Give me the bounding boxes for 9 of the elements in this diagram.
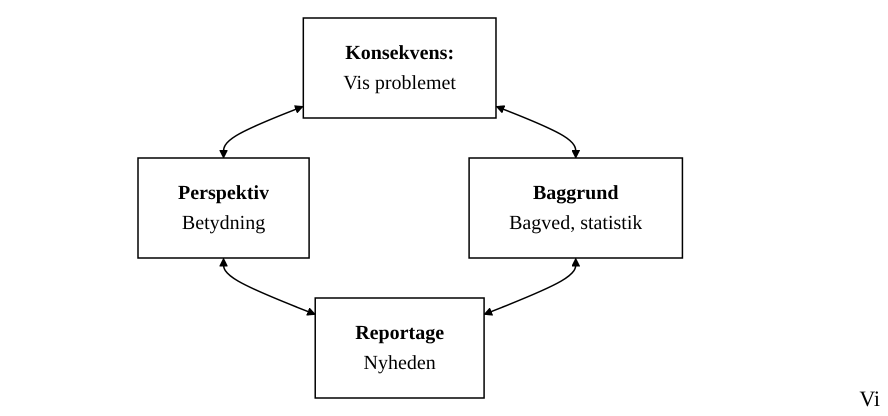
node-box: Baggrund Bagved, statistik [468, 157, 683, 259]
node-box: Reportage Nyheden [314, 297, 485, 399]
arrow [483, 258, 580, 316]
arrow [218, 105, 304, 158]
note-text: Vi [859, 386, 880, 411]
node-box: Konsekvens: Vis problemet [302, 17, 497, 119]
arrow [496, 105, 580, 158]
arrow [218, 258, 316, 316]
node-box: Perspektiv Betydning [137, 157, 310, 259]
